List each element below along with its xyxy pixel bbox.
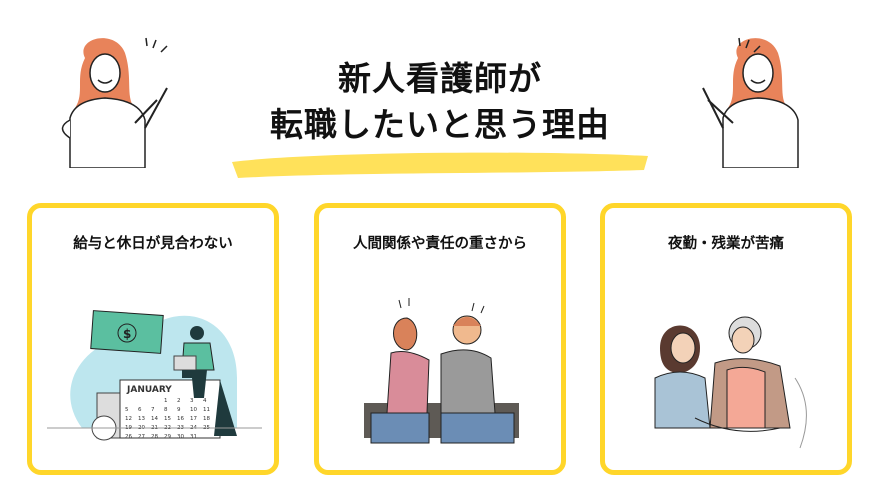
reason-card-relationships: 人間関係や責任の重さから (314, 203, 566, 475)
svg-text:$: $ (123, 327, 131, 341)
card-heading: 給与と休日が見合わない (73, 236, 233, 252)
pointing-woman-illustration-left (61, 37, 168, 168)
calendar-day: 14 (151, 416, 158, 422)
calendar-day: 17 (190, 416, 197, 422)
page-title-line-1: 新人看護師が (338, 59, 542, 98)
calendar-day: 26 (125, 434, 132, 440)
calendar-month-label: JANUARY (126, 385, 172, 395)
yellow-brush-underline (232, 152, 648, 178)
calendar-day: 18 (203, 416, 210, 422)
pointing-woman-illustration-right (702, 37, 799, 168)
calendar-day: 8 (164, 407, 168, 413)
calendar-day: 12 (125, 416, 132, 422)
nurse-with-elderly-patient-illustration (654, 316, 807, 449)
calendar-day: 30 (177, 434, 184, 440)
calendar-day: 16 (177, 416, 184, 422)
calendar-day: 4 (203, 398, 207, 404)
calendar-day: 27 (138, 434, 145, 440)
calendar-day: 9 (177, 407, 181, 413)
card-heading: 人間関係や責任の重さから (353, 236, 527, 252)
card-heading: 夜勤・残業が苦痛 (668, 236, 784, 252)
calendar-day: 2 (177, 398, 181, 404)
calendar-day: 1 (164, 398, 168, 404)
page-title-line-2: 転職したいと思う理由 (270, 105, 610, 144)
calendar-day: 11 (203, 407, 210, 413)
calendar-day: 5 (125, 407, 129, 413)
calendar-day: 6 (138, 407, 142, 413)
reason-card-night-shift: 夜勤・残業が苦痛 (600, 203, 852, 475)
calendar-day: 10 (190, 407, 197, 413)
back-to-back-couple-illustration (364, 298, 519, 444)
calendar-day: 3 (190, 398, 194, 404)
calendar-day: 15 (164, 416, 171, 422)
calendar-day: 13 (138, 416, 145, 422)
calendar-day: 29 (164, 434, 171, 440)
calendar-day: 7 (151, 407, 155, 413)
calendar-day: 28 (151, 434, 158, 440)
calendar-day: 31 (190, 434, 197, 440)
